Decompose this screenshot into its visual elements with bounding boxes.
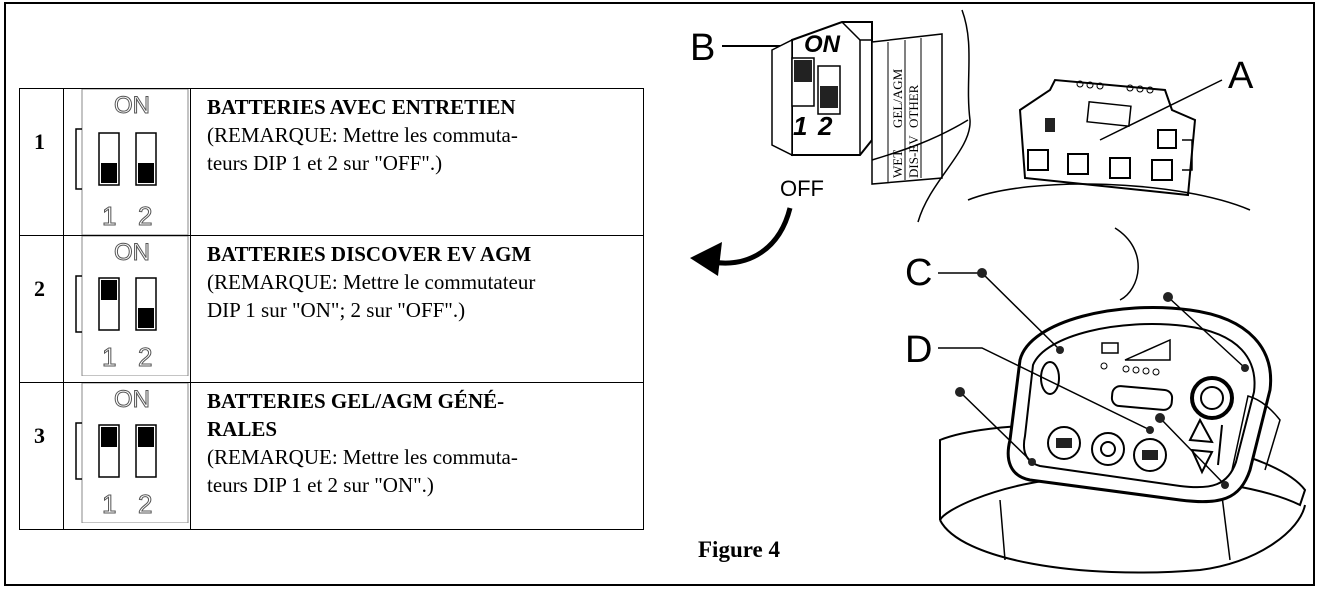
row-note-line: teurs DIP 1 et 2 sur "ON".) xyxy=(207,473,434,497)
row-number: 1 xyxy=(19,88,64,236)
arrow-icon xyxy=(690,242,722,276)
plate-text: GEL/AGM xyxy=(890,68,905,128)
row-description: BATTERIES GEL/AGM GÉNÉ- RALES (REMARQUE:… xyxy=(190,382,644,530)
row-note-line: (REMARQUE: Mettre le commutateur xyxy=(207,270,536,294)
switch-on-label: ON xyxy=(114,92,150,119)
row-note-line: DIP 1 sur "ON"; 2 sur "OFF".) xyxy=(207,298,466,322)
row-number: 3 xyxy=(19,382,64,530)
dip-switch-illustration: ON 1 2 xyxy=(63,235,191,383)
row-title: BATTERIES GEL/AGM GÉNÉ- xyxy=(207,389,505,413)
dip-switch-enlarged: ON 1 2 xyxy=(771,21,873,157)
row-title: BATTERIES DISCOVER EV AGM xyxy=(207,242,532,266)
switch-digit-1: 1 xyxy=(102,201,116,231)
row-title: RALES xyxy=(207,417,278,441)
dip-switch-table: 1 ON 1 2 BATTERIES AVEC ENTRETIEN (REMAR… xyxy=(19,88,644,530)
row-number: 2 xyxy=(19,235,64,383)
figure-caption: Figure 4 xyxy=(698,537,780,562)
switch-on-label: ON xyxy=(114,386,150,413)
dip-switch-illustration: ON 1 2 xyxy=(63,382,191,530)
charger-unit xyxy=(939,306,1307,574)
circuit-board xyxy=(1018,78,1197,197)
dip-switch-icon: ON 1 2 xyxy=(75,236,189,376)
switch-label-plate: GEL/AGM OTHER WET DIS-EV xyxy=(871,33,943,185)
row-note-line: (REMARQUE: Mettre les commuta- xyxy=(207,445,518,469)
switch-digit-1: 1 xyxy=(102,489,116,519)
switch-digit-2: 2 xyxy=(817,111,833,141)
table-row: 2 ON 1 2 BATTERIES DISCOVER EV AGM (REMA… xyxy=(19,235,644,383)
dip-switch-illustration: ON 1 2 xyxy=(63,88,191,236)
label-a: A xyxy=(1228,55,1254,97)
switch-digit-1: 1 xyxy=(793,111,807,141)
label-c: C xyxy=(905,252,932,294)
row-description: BATTERIES DISCOVER EV AGM (REMARQUE: Met… xyxy=(190,235,644,383)
off-label: OFF xyxy=(780,176,824,201)
switch-digit-2: 2 xyxy=(138,489,152,519)
switch-digit-2: 2 xyxy=(138,201,152,231)
switch-digit-1: 1 xyxy=(102,342,116,372)
plate-text: DIS-EV xyxy=(906,135,921,178)
row-title: BATTERIES AVEC ENTRETIEN xyxy=(207,95,516,119)
row-note-line: (REMARQUE: Mettre les commuta- xyxy=(207,123,518,147)
label-d: D xyxy=(905,329,932,371)
dip-switch-icon: ON 1 2 xyxy=(75,89,189,235)
plate-text: WET xyxy=(890,150,905,178)
plate-text: OTHER xyxy=(906,84,921,128)
switch-on-label: ON xyxy=(804,31,841,58)
figure-frame xyxy=(4,2,1315,586)
dip-switch-icon: ON 1 2 xyxy=(75,383,189,523)
row-note-line: teurs DIP 1 et 2 sur "OFF".) xyxy=(207,151,443,175)
label-b: B xyxy=(690,27,715,69)
switch-digit-2: 2 xyxy=(138,342,152,372)
table-row: 3 ON 1 2 BATTERIES GEL/AGM GÉNÉ- RALES (… xyxy=(19,382,644,530)
switch-on-label: ON xyxy=(114,239,150,266)
